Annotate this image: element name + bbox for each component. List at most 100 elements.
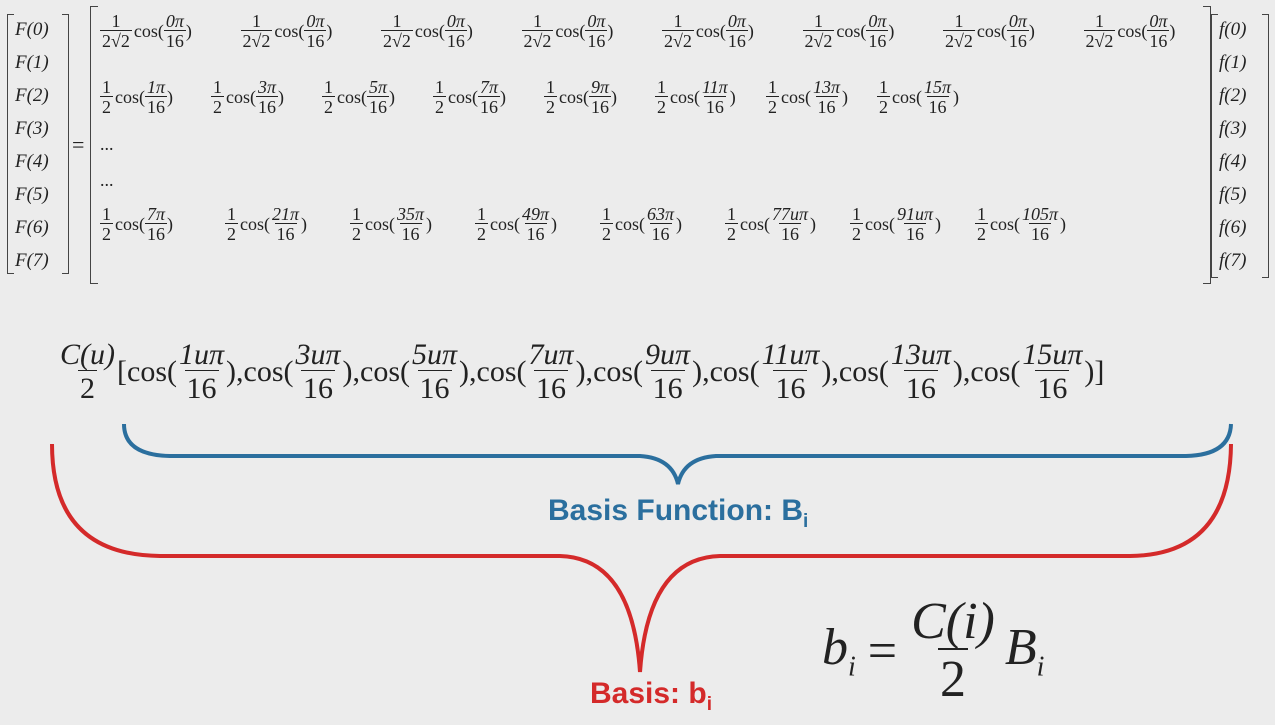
left-label: F(6) (15, 217, 49, 238)
left-label: F(7) (15, 250, 49, 271)
term-fraction-den: 16 (650, 370, 685, 405)
coefficient-den: 2 (322, 96, 335, 117)
right-vector-bracket-right (1262, 14, 1269, 278)
right-label: f(4) (1219, 151, 1247, 172)
coefficient-num: 1 (673, 11, 683, 31)
coefficient-num: 1 (111, 11, 121, 31)
cos-label: cos( (836, 20, 867, 41)
relation-rhs-sub: i (1036, 651, 1045, 683)
close-paren: ) (551, 213, 558, 234)
left-label: F(4) (15, 151, 49, 172)
coefficient-den: 2 (100, 223, 113, 244)
cos-argument-num: 7π (147, 204, 166, 224)
coefficient-num: 1 (977, 204, 986, 224)
coefficient-den: 2 (975, 223, 988, 244)
close-paren: ) (167, 213, 174, 234)
coefficient-den: 2 (475, 223, 488, 244)
red-brace (50, 443, 1233, 673)
coefficient-den: 2 (544, 96, 557, 117)
cos-argument-num: 7π (480, 77, 499, 97)
cos-label: cos( (593, 355, 644, 388)
cos-label: cos( (1117, 20, 1148, 41)
close-paren: ) (747, 20, 754, 41)
coefficient-den: 2 (100, 96, 113, 117)
cos-label: cos( (615, 213, 645, 234)
cos-argument-den: 16 (304, 30, 327, 51)
coefficient-den: 2√2 (943, 30, 975, 51)
close-paren: ) (953, 86, 960, 107)
cos-label: cos( (365, 213, 395, 234)
close-paren: ) (426, 213, 433, 234)
term-fraction-num: 3uπ (295, 338, 341, 371)
cos-label: cos( (115, 213, 145, 234)
close-paren: ) (389, 86, 396, 107)
matrix-bracket-left (90, 6, 98, 284)
cos-label: cos( (670, 86, 700, 107)
close-paren: ) (607, 20, 614, 41)
term-fraction-den: 16 (301, 370, 336, 405)
coefficient-den: 2√2 (802, 30, 835, 51)
cos-argument-den: 16 (725, 30, 748, 51)
coefficient-den: 2 (850, 223, 863, 244)
coefficient-num: 1 (352, 204, 361, 224)
right-label: f(3) (1219, 118, 1247, 139)
cos-label: cos( (781, 86, 811, 107)
ellipsis-row-3: ... (100, 170, 114, 190)
cos-label: cos( (240, 213, 270, 234)
left-label: F(2) (15, 85, 49, 106)
prefix-fraction: C(u)2 (58, 340, 117, 404)
cos-argument-num: 49π (522, 204, 550, 224)
coefficient-den: 2 (350, 223, 363, 244)
coefficient-den: 2 (225, 223, 238, 244)
coefficient-den: 2√2 (100, 30, 132, 51)
cos-label: cos( (127, 355, 177, 388)
cos-label: cos( (695, 20, 726, 41)
basis-relation: bi = C(i) 2 Bi (822, 596, 1044, 706)
basis-subscript: i (706, 694, 712, 715)
close-paren: ) (676, 213, 683, 234)
cos-label: cos( (133, 20, 164, 41)
coefficient-num: 1 (852, 204, 861, 224)
coefficient-num: 1 (768, 77, 777, 97)
cos-argument-den: 16 (478, 96, 501, 117)
cos-argument-den: 16 (926, 96, 949, 117)
cos-label: cos( (555, 20, 586, 41)
cos-argument-num: 105π (1022, 204, 1059, 224)
term-fraction-num: 11uπ (761, 338, 820, 371)
cos-label: cos( (740, 213, 770, 234)
prefix-fraction-den: 2 (78, 370, 97, 405)
